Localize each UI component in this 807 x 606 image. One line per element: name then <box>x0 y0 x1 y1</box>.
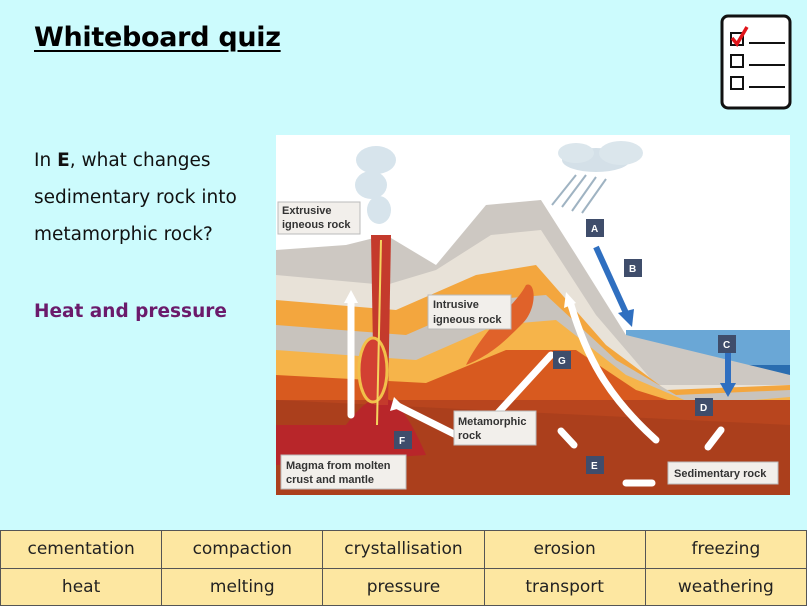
label-sedimentary: Sedimentary rock <box>674 468 767 480</box>
word-cell: cementation <box>0 530 163 569</box>
label-extrusive-1: Extrusive <box>282 205 332 217</box>
word-cell: crystallisation <box>322 530 485 569</box>
word-bank-row: heat melting pressure transport weatheri… <box>0 567 807 606</box>
badge-d: D <box>700 403 707 414</box>
smoke-plume-icon <box>355 146 396 224</box>
label-metamorphic-1: Metamorphic <box>458 416 526 428</box>
badge-g: G <box>558 356 566 367</box>
word-cell: pressure <box>322 567 485 606</box>
badge-b: B <box>629 264 636 275</box>
question-letter: E <box>57 150 70 171</box>
word-bank-row: cementation compaction crystallisation e… <box>0 530 807 569</box>
label-extrusive-2: igneous rock <box>282 219 351 231</box>
label-magma-2: crust and mantle <box>286 474 374 486</box>
label-intrusive-2: igneous rock <box>433 314 502 326</box>
word-cell: compaction <box>161 530 324 569</box>
label-intrusive-1: Intrusive <box>433 299 479 311</box>
word-cell: transport <box>483 567 646 606</box>
label-magma-1: Magma from molten <box>286 460 391 472</box>
checkmark-icon <box>730 26 749 48</box>
rock-cycle-diagram: Extrusive igneous rock Intrusive igneous… <box>276 135 790 495</box>
badge-c: C <box>723 340 730 351</box>
badge-f: F <box>399 436 405 447</box>
word-cell: erosion <box>483 530 646 569</box>
checklist-icon <box>720 14 792 110</box>
badge-a: A <box>591 224 598 235</box>
badge-e: E <box>591 461 598 472</box>
word-cell: weathering <box>644 567 807 606</box>
page-title: Whiteboard quiz <box>34 22 281 53</box>
word-cell: freezing <box>644 530 807 569</box>
label-metamorphic-2: rock <box>458 430 482 442</box>
word-bank: cementation compaction crystallisation e… <box>0 530 807 606</box>
answer-text: Heat and pressure <box>34 301 227 322</box>
word-cell: heat <box>0 567 163 606</box>
cloud-icon <box>558 141 643 172</box>
word-cell: melting <box>161 567 324 606</box>
question-text: In E, what changes sedimentary rock into… <box>34 150 237 245</box>
